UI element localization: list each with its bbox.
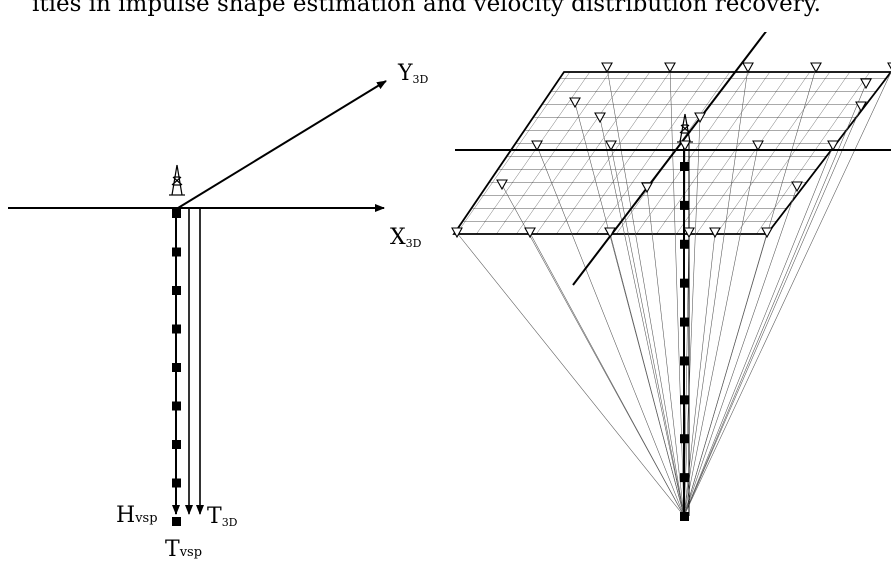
source-triangle — [524, 227, 536, 239]
source-triangle — [531, 140, 543, 152]
receiver-square — [680, 395, 689, 405]
ray-path — [683, 232, 768, 517]
source-triangle — [791, 181, 803, 193]
receiver-square — [172, 324, 181, 334]
ray-path — [683, 83, 867, 517]
source-triangle — [742, 62, 754, 74]
receiver-square — [172, 478, 181, 488]
ray-path — [683, 186, 798, 517]
ray-path — [599, 117, 685, 517]
caption-fragment: ities in impulse shape estimation and ve… — [0, 0, 891, 32]
receiver-square — [680, 356, 689, 366]
ray-path — [646, 187, 685, 517]
borehole-receivers-right — [680, 162, 689, 521]
source-triangle — [860, 78, 872, 90]
receiver-square — [680, 512, 689, 521]
source-triangle — [451, 227, 463, 239]
ray-path — [683, 71, 891, 517]
source-triangle — [604, 227, 616, 239]
receiver-square — [680, 239, 689, 249]
receiver-square — [172, 440, 181, 449]
source-triangle — [683, 227, 695, 239]
receiver-square — [172, 247, 181, 257]
ray-path — [683, 67, 749, 517]
receiver-square — [680, 434, 689, 444]
receiver-square — [680, 278, 689, 288]
ray-path — [683, 145, 759, 517]
source-triangle — [569, 97, 581, 109]
h-vsp-label: Hvsp — [116, 503, 158, 528]
source-triangle — [761, 227, 773, 239]
x-axis-label: X3D — [390, 225, 422, 250]
right-panel — [451, 32, 891, 521]
t-3d-label: T3D — [207, 504, 238, 529]
source-triangle — [679, 140, 691, 152]
receiver-square — [680, 200, 689, 210]
surface-sources — [451, 62, 891, 239]
source-triangle — [855, 101, 867, 113]
receiver-square — [172, 209, 181, 218]
receiver-square — [172, 517, 181, 526]
y-axis-line — [177, 80, 387, 209]
ray-path — [456, 232, 685, 517]
ray-path — [610, 145, 685, 517]
ray-path — [606, 67, 685, 517]
ray-path — [683, 106, 862, 517]
ray-path — [501, 184, 685, 517]
borehole-receivers — [172, 209, 181, 526]
source-triangle — [594, 112, 606, 124]
ray-path — [683, 117, 701, 517]
y-axis-label: Y3D — [397, 61, 429, 86]
source-triangle — [664, 62, 676, 74]
t-vsp-label: Tvsp — [165, 537, 202, 562]
source-triangle — [827, 140, 839, 152]
source-triangle — [496, 179, 508, 191]
source-triangle — [605, 140, 617, 152]
source-triangle — [694, 112, 706, 124]
caption-text: ities in impulse shape estimation and ve… — [32, 0, 821, 17]
ray-path — [529, 232, 685, 517]
source-triangle — [752, 140, 764, 152]
receiver-square — [680, 162, 689, 171]
derrick-icon — [169, 164, 185, 196]
receiver-square — [172, 286, 181, 295]
source-triangle — [810, 62, 822, 74]
source-triangle — [601, 62, 613, 74]
receiver-square — [172, 363, 181, 372]
source-triangle — [709, 227, 721, 239]
left-panel: Y3D X3D Hvsp T3D Tvsp — [8, 61, 429, 562]
receiver-square — [680, 317, 689, 327]
receiver-square — [680, 473, 689, 483]
ray-path — [683, 145, 834, 517]
receiver-square — [172, 401, 181, 411]
ray-path — [536, 145, 685, 517]
source-triangle — [641, 182, 653, 194]
ray-path — [609, 232, 685, 517]
